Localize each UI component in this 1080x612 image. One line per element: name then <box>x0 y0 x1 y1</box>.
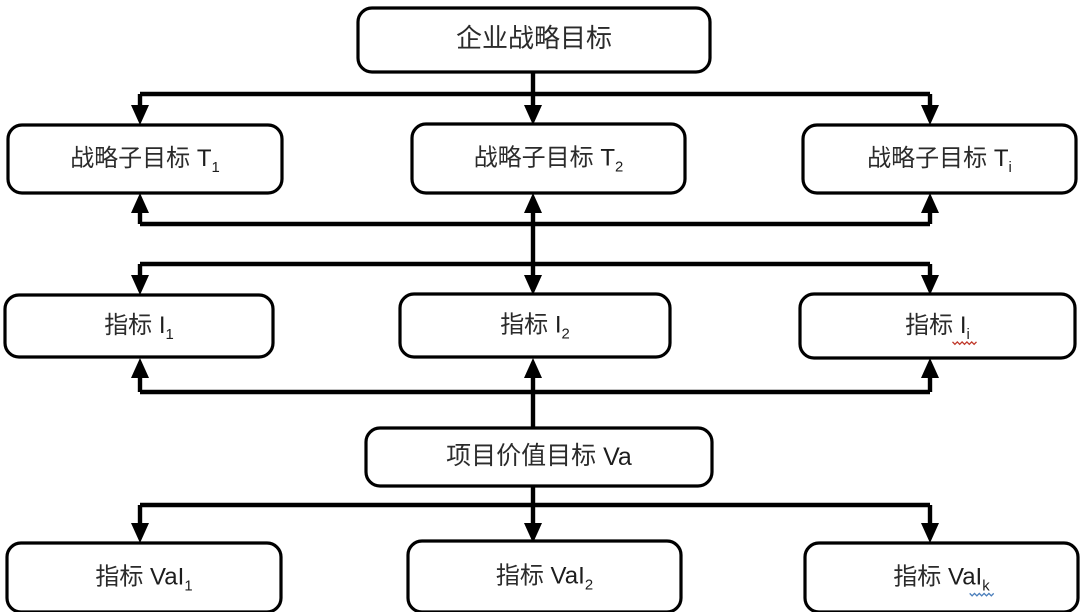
enterprise-strategy-goal-label: 企业战略目标 <box>456 24 612 53</box>
strategy-subgoal-t2-label: 战略子目标 T2 <box>474 144 624 176</box>
node-value-indicator-vai1[interactable]: 指标 VaI1 <box>5 541 283 612</box>
value-indicator-vai2-label: 指标 VaI2 <box>496 562 593 594</box>
node-enterprise-strategy-goal[interactable]: 企业战略目标 <box>356 6 712 74</box>
strategy-subgoal-t1-label: 战略子目标 T1 <box>70 145 220 177</box>
indicator-i1-label: 指标 I1 <box>104 312 174 344</box>
node-value-indicator-vai2[interactable]: 指标 VaI2 <box>406 539 683 612</box>
value-indicator-vaik-label: 指标 VaIk <box>893 563 990 595</box>
indicator-ii-label: 指标 Ii <box>905 312 970 344</box>
node-strategy-subgoal-t1[interactable]: 战略子目标 T1 <box>6 123 284 195</box>
strategy-subgoal-ti-label: 战略子目标 Ti <box>867 145 1012 177</box>
node-value-indicator-vaik[interactable]: 指标 VaIk <box>803 541 1080 612</box>
fanin-indicators-to-subgoals <box>131 193 939 227</box>
connector-layer <box>131 72 939 543</box>
fanin-valuegoal-to-indicators <box>131 358 939 428</box>
node-strategy-subgoal-t2[interactable]: 战略子目标 T2 <box>410 122 687 195</box>
value-indicator-vaik-spellcheck-underline <box>969 592 995 597</box>
indicator-i2-label: 指标 I2 <box>500 311 570 343</box>
node-indicator-i2[interactable]: 指标 I2 <box>398 292 672 359</box>
indicator-ii-box[interactable] <box>798 292 1077 360</box>
node-indicator-ii[interactable]: 指标 Ii <box>798 292 1077 360</box>
value-indicator-vai1-box[interactable] <box>5 541 283 612</box>
project-value-goal-va-box[interactable] <box>364 426 714 488</box>
fanout-subgoals-to-indicators <box>131 224 939 295</box>
node-strategy-subgoal-ti[interactable]: 战略子目标 Ti <box>801 123 1078 195</box>
indicator-ii-spellcheck-underline <box>952 340 977 346</box>
value-indicator-vaik-box[interactable] <box>803 541 1080 612</box>
value-indicator-vai2-box[interactable] <box>406 539 683 612</box>
project-value-goal-va-label: 项目价值目标 Va <box>446 442 632 471</box>
strategy-subgoal-t1-box[interactable] <box>6 123 284 195</box>
enterprise-strategy-goal-box[interactable] <box>356 6 712 74</box>
indicator-i2-box[interactable] <box>398 292 672 359</box>
node-project-value-goal-va[interactable]: 项目价值目标 Va <box>364 426 714 488</box>
node-indicator-i1[interactable]: 指标 I1 <box>3 293 275 359</box>
strategy-subgoal-t2-box[interactable] <box>410 122 687 195</box>
fanout-valuegoal-to-value-indicators <box>131 486 939 543</box>
fanout-strategy-goal-to-subgoals <box>131 72 939 125</box>
strategy-subgoal-ti-box[interactable] <box>801 123 1078 195</box>
indicator-i1-box[interactable] <box>3 293 275 359</box>
value-indicator-vai1-label: 指标 VaI1 <box>95 563 192 595</box>
